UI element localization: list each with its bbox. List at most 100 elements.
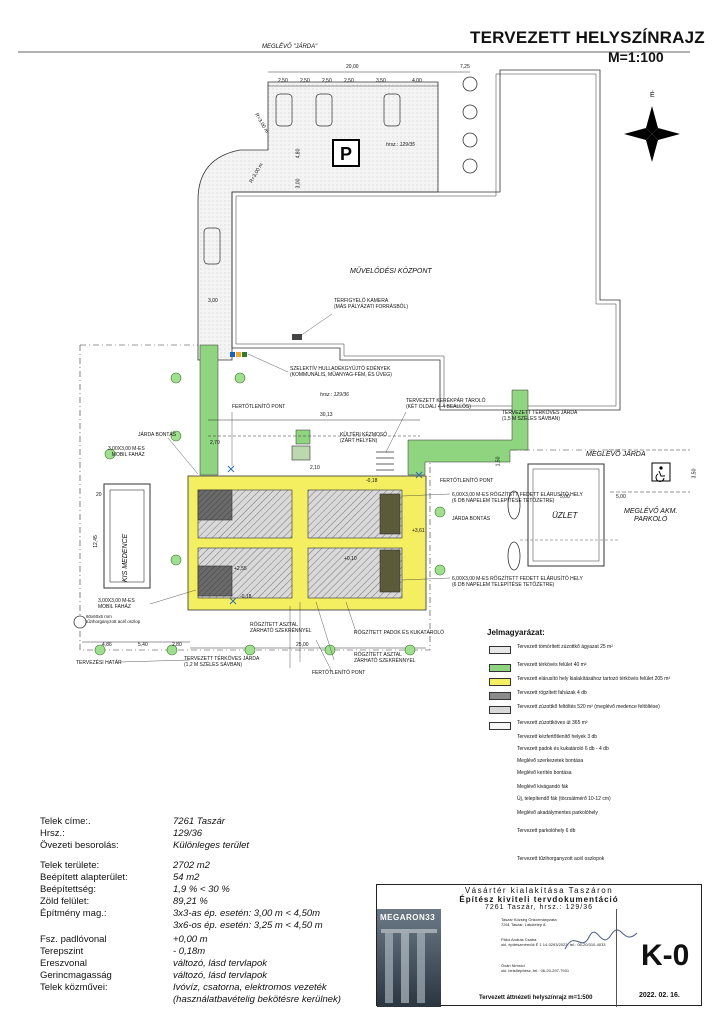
legend-swatch (489, 858, 511, 866)
label-fertotlenito: FERTŐTLENÍTŐ PONT (232, 404, 286, 410)
info-label: Telek területe: (40, 860, 100, 871)
label-oszlop: 60x60x5 mm tűzihorganyzott acél oszlop (86, 614, 141, 624)
legend-item: Tervezett zúzottkő feltöltés 520 m² (meg… (487, 704, 697, 718)
dim-label: 5,00 (616, 494, 626, 500)
legend-item: Tervezett padok és kukatároló 6 db - 4 d… (487, 746, 697, 760)
dim-label: 2,50 (344, 78, 354, 84)
label-rogzitett-asztal-1: RÖGZÍTETT ASZTAL ZÁRHATÓ SZEKRÉNNYEL (250, 622, 312, 634)
dim-label: 20 (96, 492, 102, 498)
info-value: Különleges terület (173, 840, 250, 851)
label-kis-medence: KIS MEDENCE (122, 533, 129, 582)
dim-label: 2,10 (310, 465, 320, 471)
legend-text: Meglévő szerkezetek bontása (517, 758, 584, 764)
legend-text: Meglévő kivágandó fák (517, 784, 569, 790)
dim-label: 30,13 (320, 412, 333, 418)
legend-item: Tervezett rögzített faházak 4 db (487, 690, 697, 704)
legend-text: Tervezett kézfertőtlenítő helyek 3 db (517, 734, 598, 740)
accessible-parking-sign (651, 462, 671, 482)
label-kerekpar: TERVEZETT KERÉKPÁR TÁROLÓ (KÉT OLDALI 4-… (406, 398, 486, 410)
green-walkway-right (407, 389, 529, 476)
info-label: Telek címe:. (40, 816, 91, 827)
legend-swatch (489, 692, 511, 700)
dim-label: 2,70 (210, 440, 220, 446)
hand-sink (291, 445, 311, 461)
legend-text: Tervezett padok és kukatároló 6 db - 4 d… (517, 746, 609, 752)
parked-cars (203, 93, 401, 265)
info-value: (használatbavételig bekötésre kerülnek) (173, 994, 341, 1005)
dim-label: 5,00 (560, 494, 570, 500)
label-fertotlenito-right: FERTŐTLENÍTŐ PONT (440, 478, 494, 484)
legend-text: Tervezett zúzottkő feltöltés 520 m² (meg… (517, 704, 660, 710)
dim-label: 3,00 (295, 178, 302, 189)
label-hrsz-top: hrsz.: 129/35 (386, 142, 415, 148)
dim-label: 20,00 (346, 64, 359, 70)
columns-image (381, 929, 437, 1003)
dim-label: +3,61 (412, 528, 425, 534)
info-label: Építmény mag.: (40, 908, 107, 919)
legend-item: Tervezett zúzottköves út 365 m² (487, 720, 697, 734)
legend-swatch (489, 748, 511, 756)
legend-item: Meglévő kivágandó fák (487, 784, 697, 798)
info-label: Fsz. padlóvonal (40, 934, 107, 945)
dim-label: 4,80 (295, 148, 302, 159)
legend-swatch (489, 646, 511, 654)
info-label: Beépített alapterület: (40, 872, 128, 883)
legend-swatch (489, 812, 511, 820)
sheet-date: 2022. 02. 16. (639, 992, 680, 999)
legend-item: Meglévő akadálymentes parkolóhely (487, 810, 697, 824)
title-block-header: Vásártér kialakítása Taszáron Építész ki… (377, 885, 701, 911)
legend-text: Tervezett tűzihorganyzott acél oszlopok (517, 856, 605, 862)
legend-text: Új, telepítendő fák (törzsátmérő 10-12 c… (517, 796, 611, 802)
project-title: Vásártér kialakítása Taszáron (464, 886, 614, 895)
info-value: változó, lásd tervlapok (173, 970, 267, 981)
drawing-title: TERVEZETT HELYSZÍNRAJZ (470, 28, 705, 47)
dim-label: 3,00 (208, 298, 218, 304)
legend-swatch (489, 664, 511, 672)
legend-item: Tervezett kézfertőtlenítő helyek 3 db (487, 734, 697, 748)
dim-label: -0,18 (240, 594, 252, 600)
legend-text: Tervezett rögzített faházak 4 db (517, 690, 587, 696)
north-label: É (650, 92, 655, 99)
info-value: 7261 Taszár (173, 816, 225, 827)
dim-label: 2,50 (278, 78, 288, 84)
info-value: 129/36 (173, 828, 203, 839)
info-value: 3x3-as ép. esetén: 3,00 m < 4,50m (173, 908, 321, 919)
dim-label: 12,45 (92, 535, 99, 548)
cultural-center (231, 69, 621, 411)
label-fertotlenito-bottom: FERTŐTLENÍTŐ PONT (312, 670, 366, 676)
legend-text: Meglévő akadálymentes parkolóhely (517, 810, 598, 816)
bike-rack (376, 451, 394, 471)
dim-label: 5,40 (138, 642, 148, 648)
existing-trees (462, 76, 478, 174)
brand-name: MEGARON33 (380, 913, 436, 922)
title-block-code: K-0 2022. 02. 16. (616, 909, 702, 1007)
info-label: Zöld felület: (40, 896, 90, 907)
signature (564, 929, 638, 950)
legend-title: Jelmagyarázat: (487, 628, 545, 637)
designer: Pákó András Csaba okl. építészmérnök É 1… (501, 937, 606, 947)
label-meglevo-jarda-right: MEGLÉVŐ JÁRDA (586, 451, 646, 458)
disinfection-points (227, 465, 423, 605)
brand-logo: MEGARON33 (377, 909, 441, 1007)
label-elarusito-top: 6,00X3,00 M-ES RÖGZÍTETT FEDETT ELÁRUSÍT… (452, 492, 583, 504)
dim-label: 3,50 (376, 78, 386, 84)
label-uzlet: ÜZLET (552, 511, 578, 520)
info-label: Gerincmagasság (40, 970, 112, 981)
legend-text: Tervezett elárusító hely kialakításához … (517, 676, 671, 682)
legend-text: Tervezett tömörített zúzottkő ágyazat 25… (517, 644, 613, 650)
legend-text: Tervezett zúzottköves út 365 m² (517, 720, 588, 726)
legend-item: Tervezett parkolóhely 6 db (487, 828, 697, 842)
info-value: Ivóvíz, csatorna, elektromos vezeték (173, 982, 327, 993)
svg-text:P: P (340, 144, 352, 164)
info-value: +0,00 m (173, 934, 208, 945)
label-rogzitett-asztal-2: RÖGZÍTETT ASZTAL ZÁRHATÓ SZEKRÉNNYEL (354, 652, 416, 664)
legend-text: Tervezett térkövés felület 40 m² (517, 662, 587, 668)
legend-item: Meglévő szerkezetek bontása (487, 758, 697, 772)
new-trees (94, 372, 446, 656)
info-label: Terepszint (40, 946, 84, 957)
label-meglevo-jarda-top: MEGLÉVŐ "JÁRDA" (262, 44, 318, 50)
legend-swatch (489, 760, 511, 768)
legend-item: Tervezett tűzihorganyzott acél oszlopok (487, 856, 697, 870)
waste-bins (230, 352, 247, 357)
parking-sign (332, 139, 360, 167)
